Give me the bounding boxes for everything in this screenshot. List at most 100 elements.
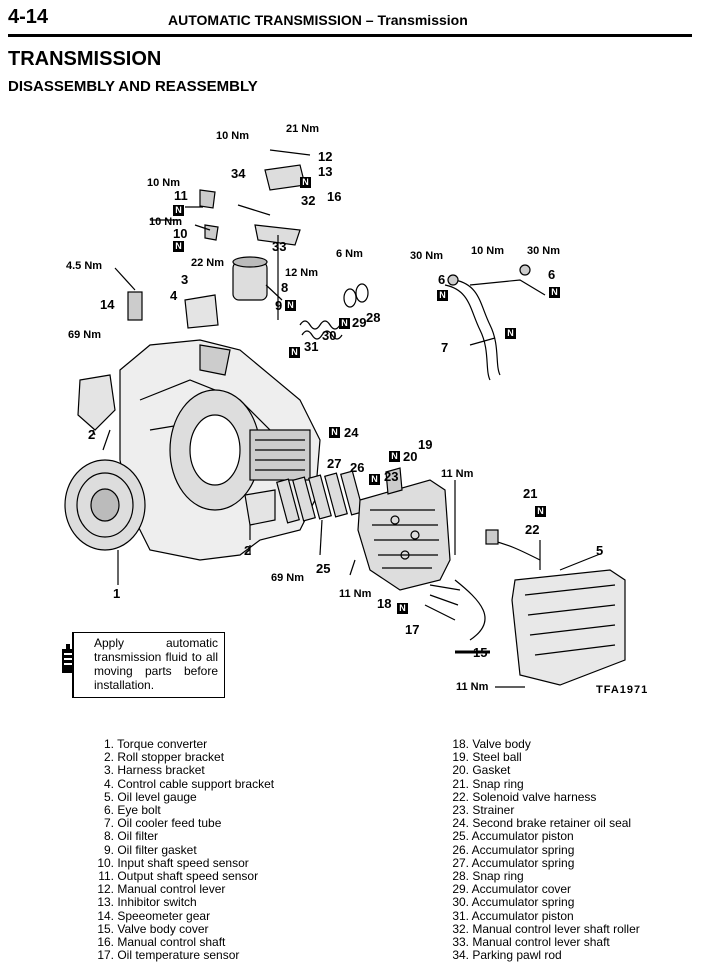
parts-list-number: 30. <box>452 895 469 910</box>
parts-list-number: 3. <box>103 763 114 778</box>
new-part-badge: N <box>389 451 400 462</box>
parts-list-name: Oil temperature sensor <box>114 948 240 963</box>
callout-number: 5 <box>596 543 604 558</box>
parts-list-item: 1. Torque converter <box>90 737 390 751</box>
new-part-badge: N <box>397 603 408 614</box>
parts-list-item: 33. Manual control lever shaft <box>445 935 700 950</box>
parts-list-number: 32. <box>452 921 469 936</box>
parts-list-number: 31. <box>452 908 469 923</box>
parts-list-item: 5. Oil level gauge <box>90 789 390 804</box>
new-part-badge: N <box>173 241 184 252</box>
callout-number: 6 <box>548 267 556 282</box>
section-title: TRANSMISSION <box>8 48 162 70</box>
callout-number: 10 <box>173 226 188 241</box>
new-part-badge: N <box>300 177 311 188</box>
torque-label: 69 Nm <box>68 329 102 341</box>
callout-number: 24 <box>344 425 359 440</box>
callout-number: 2 <box>244 543 252 558</box>
parts-list-number: 19. <box>452 750 469 765</box>
torque-label: 22 Nm <box>191 257 225 269</box>
parts-list-number: 4. <box>103 776 114 791</box>
parts-list-number: 23. <box>452 803 469 818</box>
parts-list-number: 24. <box>452 816 469 831</box>
parts-list-number: 26. <box>452 842 469 857</box>
new-part-badge: N <box>173 205 184 216</box>
parts-list-name: Accumulator spring <box>469 895 575 910</box>
callout-number: 30 <box>322 328 337 343</box>
parts-list-number: 5. <box>103 789 114 804</box>
parts-list-name: Strainer <box>469 803 515 818</box>
parts-list-number: 25. <box>452 829 469 844</box>
callout-number: 33 <box>272 239 287 254</box>
fluid-note-text: Apply automatic transmission fluid to al… <box>94 636 218 692</box>
parts-list-name: Speeometer gear <box>114 908 211 923</box>
parts-list-item: 11. Output shaft speed sensor <box>90 869 390 884</box>
parts-list-name: Manual control shaft <box>114 935 226 950</box>
parts-list-name: Steel ball <box>469 750 522 765</box>
parts-list-name: Oil level gauge <box>114 789 197 804</box>
callout-number: 20 <box>403 449 418 464</box>
torque-label: 30 Nm <box>527 245 561 257</box>
parts-list-name: Accumulator spring <box>469 842 575 857</box>
parts-list-name: Output shaft speed sensor <box>114 869 259 884</box>
new-part-badge: N <box>505 328 516 339</box>
callout-number: 6 <box>438 272 446 287</box>
parts-list-name: Valve body cover <box>114 921 209 936</box>
parts-list-number: 27. <box>452 855 469 870</box>
parts-list-item: 2. Roll stopper bracket <box>90 751 390 764</box>
subsection-title: DISASSEMBLY AND REASSEMBLY <box>8 78 258 95</box>
callout-number: 16 <box>327 189 342 204</box>
parts-list-item: 3. Harness bracket <box>90 764 390 777</box>
callout-number: 22 <box>525 522 540 537</box>
callout-number: 17 <box>405 622 420 637</box>
parts-list-item: 16. Manual control shaft <box>90 935 390 950</box>
parts-list-item: 20. Gasket <box>445 764 700 777</box>
new-part-badge: N <box>535 506 546 517</box>
parts-list-name: Oil cooler feed tube <box>114 816 222 831</box>
new-part-badge: N <box>549 287 560 298</box>
parts-list-number: 15. <box>97 921 114 936</box>
torque-label: 4.5 Nm <box>66 260 103 272</box>
parts-list-item: 26. Accumulator spring <box>445 842 700 857</box>
parts-list-name: Input shaft speed sensor <box>114 855 249 870</box>
callout-number: 18 <box>377 596 392 611</box>
parts-list-name: Solenoid valve harness <box>469 789 597 804</box>
parts-list-number: 33. <box>452 935 469 950</box>
parts-list-number: 8. <box>103 829 114 844</box>
callout-number: 28 <box>366 310 381 325</box>
parts-list-name: Parking pawl rod <box>469 948 562 963</box>
parts-list-name: Roll stopper bracket <box>114 750 225 765</box>
parts-list-name: Inhibitor switch <box>114 895 197 910</box>
parts-list-number: 11. <box>98 869 114 884</box>
new-part-badge: N <box>285 300 296 311</box>
parts-list-number: 14. <box>97 908 114 923</box>
torque-label: 6 Nm <box>336 248 363 260</box>
parts-list-number: 18. <box>452 737 469 751</box>
torque-label: 30 Nm <box>410 250 444 262</box>
parts-list-item: 24. Second brake retainer oil seal <box>445 817 700 830</box>
callout-number: 25 <box>316 561 331 576</box>
parts-list-name: Manual control lever shaft roller <box>469 921 640 936</box>
new-part-badge: N <box>437 290 448 301</box>
header-rule <box>8 34 692 37</box>
page-number: 4-14 <box>8 6 49 28</box>
callout-number: 3 <box>181 272 189 287</box>
callout-number: 21 <box>523 486 538 501</box>
parts-list-item: 19. Steel ball <box>445 751 700 764</box>
parts-list-item: 7. Oil cooler feed tube <box>90 817 390 830</box>
callout-number: 29 <box>352 315 367 330</box>
header-title: AUTOMATIC TRANSMISSION – Transmission <box>168 12 468 28</box>
parts-list-number: 1. <box>103 737 114 751</box>
callout-number: 1 <box>113 586 121 601</box>
torque-label: 10 Nm <box>471 245 505 257</box>
parts-list-item: 31. Accumulator piston <box>445 908 700 923</box>
parts-list-name: Oil filter <box>114 829 159 844</box>
torque-label: 10 Nm <box>147 177 181 189</box>
parts-list-name: Snap ring <box>469 776 524 791</box>
callout-number: 34 <box>231 166 246 181</box>
parts-list-item: 23. Strainer <box>445 803 700 818</box>
parts-list-name: Manual control lever shaft <box>469 935 610 950</box>
callout-number: 23 <box>384 469 399 484</box>
parts-list-name: Accumulator piston <box>469 829 574 844</box>
new-part-badge: N <box>289 347 300 358</box>
